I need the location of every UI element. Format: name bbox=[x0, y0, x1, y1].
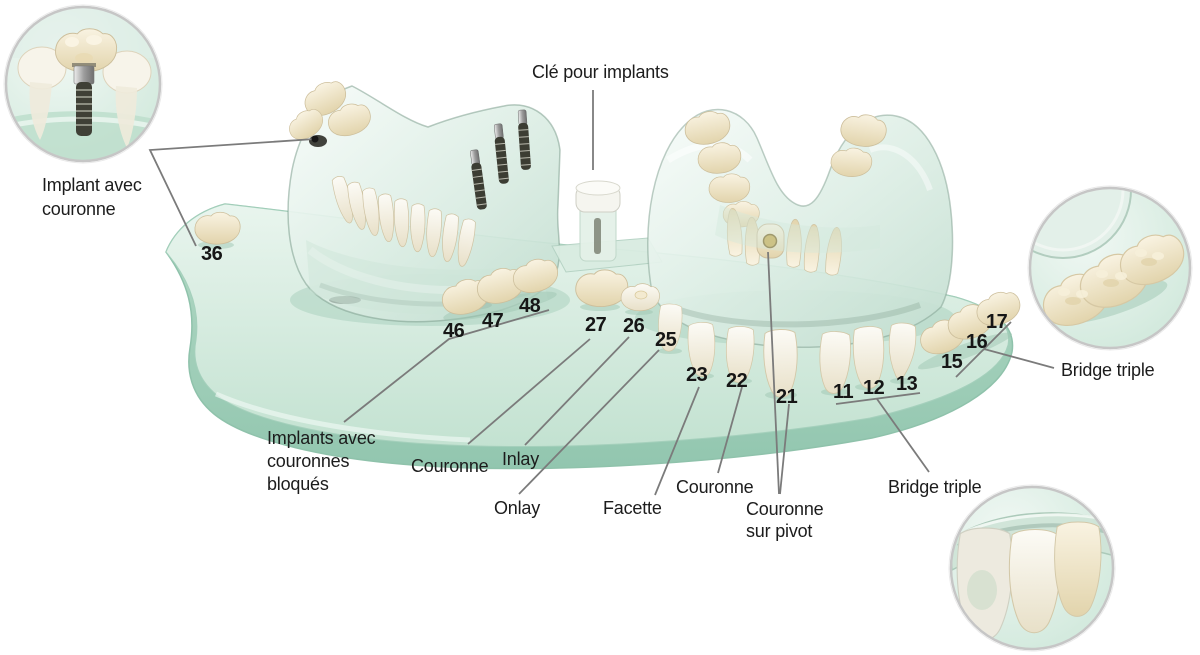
implant-crown bbox=[54, 28, 118, 73]
underline-bridge-15-17 bbox=[955, 321, 1012, 378]
label-bridge-triple-bottom: Bridge triple bbox=[888, 477, 982, 497]
pivot-hole bbox=[762, 233, 778, 249]
leader-crown-22 bbox=[717, 386, 743, 474]
tray-front-highlight bbox=[214, 391, 471, 443]
glass-overlay bbox=[715, 205, 880, 253]
implant-screw bbox=[76, 82, 92, 136]
label-crown-on-post: Couronne sur pivot bbox=[746, 499, 824, 541]
label-veneer: Facette bbox=[603, 498, 662, 518]
leader-implant-with-crown bbox=[148, 138, 316, 247]
glass-streak-dark bbox=[679, 302, 922, 328]
tooth-number-15: 15 bbox=[941, 351, 963, 373]
tooth-number-25: 25 bbox=[655, 329, 677, 351]
missing-tooth-socket bbox=[309, 135, 327, 147]
leader-inlay-26 bbox=[524, 336, 630, 446]
leader-bridge-right bbox=[983, 348, 1055, 369]
tooth-number-47: 47 bbox=[482, 310, 504, 332]
side-view-crowns bbox=[956, 521, 1102, 642]
tooth-number-21: 21 bbox=[776, 386, 798, 408]
tooth-number-22: 22 bbox=[726, 370, 748, 392]
leader-veneer-23 bbox=[654, 386, 700, 496]
label-implants-locked-crowns: Implants avec couronnes bloqués bbox=[267, 428, 376, 494]
leader-lines bbox=[148, 90, 1055, 496]
neighbor-tooth-left bbox=[17, 46, 67, 140]
inset-bridge-side bbox=[948, 484, 1116, 652]
label-implant-key: Clé pour implants bbox=[532, 62, 669, 82]
tooth-36-crown bbox=[194, 211, 241, 245]
display-prostheses bbox=[194, 211, 1025, 399]
leader-post-crown-pivot bbox=[767, 251, 780, 495]
leader-onlay-25 bbox=[518, 349, 660, 495]
tooth-number-36: 36 bbox=[201, 243, 223, 265]
tooth-number-13: 13 bbox=[896, 373, 918, 395]
leader-post-crown-21 bbox=[779, 403, 790, 495]
label-implant-with-crown: Implant avec couronne bbox=[42, 175, 142, 219]
label-bridge-triple-right: Bridge triple bbox=[1061, 360, 1155, 380]
label-crown-second: Couronne bbox=[676, 477, 754, 497]
label-crown-single: Couronne bbox=[411, 456, 489, 476]
neighbor-tooth-right bbox=[102, 50, 152, 148]
tooth-number-17: 17 bbox=[986, 311, 1008, 333]
crown-27 bbox=[575, 269, 629, 308]
pivot-tooth bbox=[756, 223, 785, 259]
glass-dark-reflection bbox=[329, 296, 361, 304]
label-onlay: Onlay bbox=[494, 498, 541, 518]
tooth-number-48: 48 bbox=[519, 295, 541, 317]
implant-key bbox=[551, 180, 663, 273]
tooth-number-11: 11 bbox=[833, 381, 854, 403]
implant-target-dot bbox=[311, 135, 319, 143]
tooth-number-46: 46 bbox=[443, 320, 465, 342]
inlay-26 bbox=[620, 283, 660, 312]
glass-streak bbox=[666, 141, 753, 163]
key-cap-top bbox=[575, 180, 621, 196]
label-inlay: Inlay bbox=[502, 449, 540, 469]
leader-bridge-bottom bbox=[876, 398, 930, 473]
upper-jaw-model bbox=[647, 107, 954, 349]
implant-abutment bbox=[73, 65, 95, 85]
inset-bridge-occlusal bbox=[1027, 185, 1193, 351]
tooth-number-12: 12 bbox=[863, 377, 885, 399]
glass-streak bbox=[868, 144, 933, 192]
leader-implants-locked bbox=[343, 309, 550, 423]
tooth-number-27: 27 bbox=[585, 314, 607, 336]
glass-disc bbox=[1030, 188, 1132, 259]
inset-implant-crown bbox=[3, 4, 163, 164]
tooth-number-26: 26 bbox=[623, 315, 645, 337]
key-inner-screw bbox=[594, 218, 601, 254]
tooth-number-16: 16 bbox=[966, 331, 988, 353]
underline-bridge-11-13 bbox=[835, 392, 921, 405]
leader-crown-27 bbox=[467, 338, 591, 445]
tooth-number-23: 23 bbox=[686, 364, 708, 386]
